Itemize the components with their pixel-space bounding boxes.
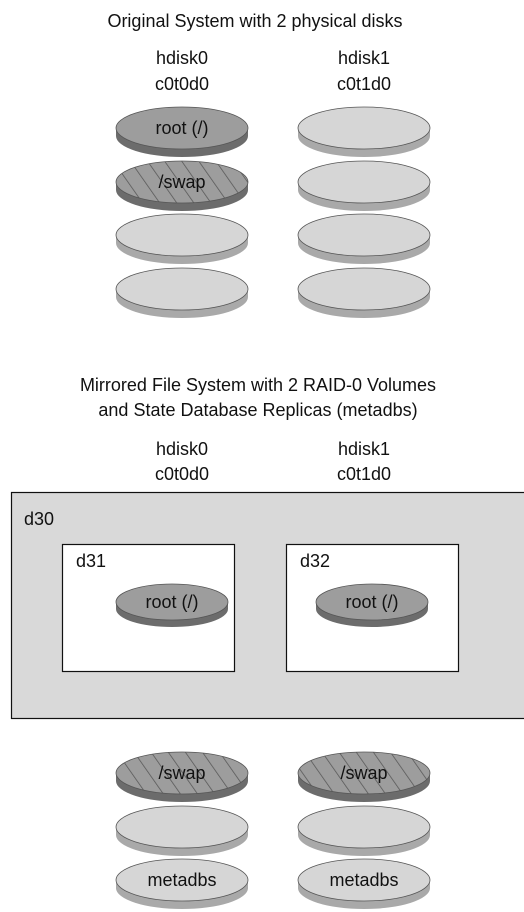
slice-side [298,880,430,909]
top-disk-hdisk1 [297,106,431,318]
top-hdisk1-name: hdisk1 [338,48,390,68]
bottom-disk-hdisk0: /swap metadbs [115,751,249,909]
slice-face [115,160,249,204]
slice-face [115,106,249,150]
slice-face [315,583,429,621]
slice-side [116,880,248,909]
submirror-label-d32: d32 [300,551,330,571]
submirror-label-d31: d31 [76,551,106,571]
slice-side [116,602,228,627]
top-hdisk0-name: hdisk0 [156,48,208,68]
slice-label: metadbs [147,870,216,890]
slice-label: root (/) [155,118,208,138]
root-slice-icon: root (/) [115,106,249,157]
slice-face [297,751,431,795]
slice-face [115,751,249,795]
root-slice-icon: root (/) [315,583,429,627]
slice-face [297,213,431,257]
slice-face [297,160,431,204]
empty-slice-icon [297,213,431,264]
empty-slice-icon [297,160,431,211]
bottom-title-line2: and State Database Replicas (metadbs) [98,400,417,420]
swap-slice-icon: /swap [115,751,249,802]
slice-side [116,827,248,856]
root-slice-icon: root (/) [115,583,229,627]
top-hdisk1-device: c0t1d0 [337,74,391,94]
mirror-volume-label: d30 [24,509,54,529]
slice-side [298,235,430,264]
bottom-title-line1: Mirrored File System with 2 RAID-0 Volum… [80,375,436,395]
bottom-hdisk0-device: c0t0d0 [155,464,209,484]
slice-side [116,773,248,802]
slice-label: metadbs [329,870,398,890]
empty-slice-icon [297,805,431,856]
bottom-disk-hdisk1: /swap metadbs [297,751,431,909]
swap-slice-icon: /swap [297,751,431,802]
slice-side [116,128,248,157]
slice-side [316,602,428,627]
slice-side [116,235,248,264]
top-title: Original System with 2 physical disks [107,11,402,31]
slice-label: /swap [340,763,387,783]
top-disk-hdisk0: root (/) /swap [115,106,249,318]
slice-label: root (/) [145,592,198,612]
slice-face [115,805,249,849]
slice-face [115,858,249,902]
slice-label: root (/) [345,592,398,612]
slice-face [115,267,249,311]
slice-side [298,182,430,211]
empty-slice-icon [115,267,249,318]
slice-face [297,805,431,849]
bottom-hdisk0-name: hdisk0 [156,439,208,459]
metadb-slice-icon: metadbs [297,858,431,909]
slice-face [115,213,249,257]
slice-side [298,827,430,856]
top-hdisk0-device: c0t0d0 [155,74,209,94]
slice-face [297,267,431,311]
bottom-hdisk1-name: hdisk1 [338,439,390,459]
slice-side [298,289,430,318]
metadb-slice-icon: metadbs [115,858,249,909]
slice-label: /swap [158,172,205,192]
empty-slice-icon [297,267,431,318]
submirror-slice-d32: root (/) [315,583,429,627]
slice-face [115,583,229,621]
slice-face [297,858,431,902]
slice-side [298,773,430,802]
slice-side [298,128,430,157]
slice-label: /swap [158,763,205,783]
slice-face [297,106,431,150]
slice-side [116,182,248,211]
bottom-hdisk1-device: c0t1d0 [337,464,391,484]
submirror-slice-d31: root (/) [115,583,229,627]
slice-side [116,289,248,318]
swap-slice-icon: /swap [115,160,249,211]
empty-slice-icon [297,106,431,157]
empty-slice-icon [115,213,249,264]
empty-slice-icon [115,805,249,856]
